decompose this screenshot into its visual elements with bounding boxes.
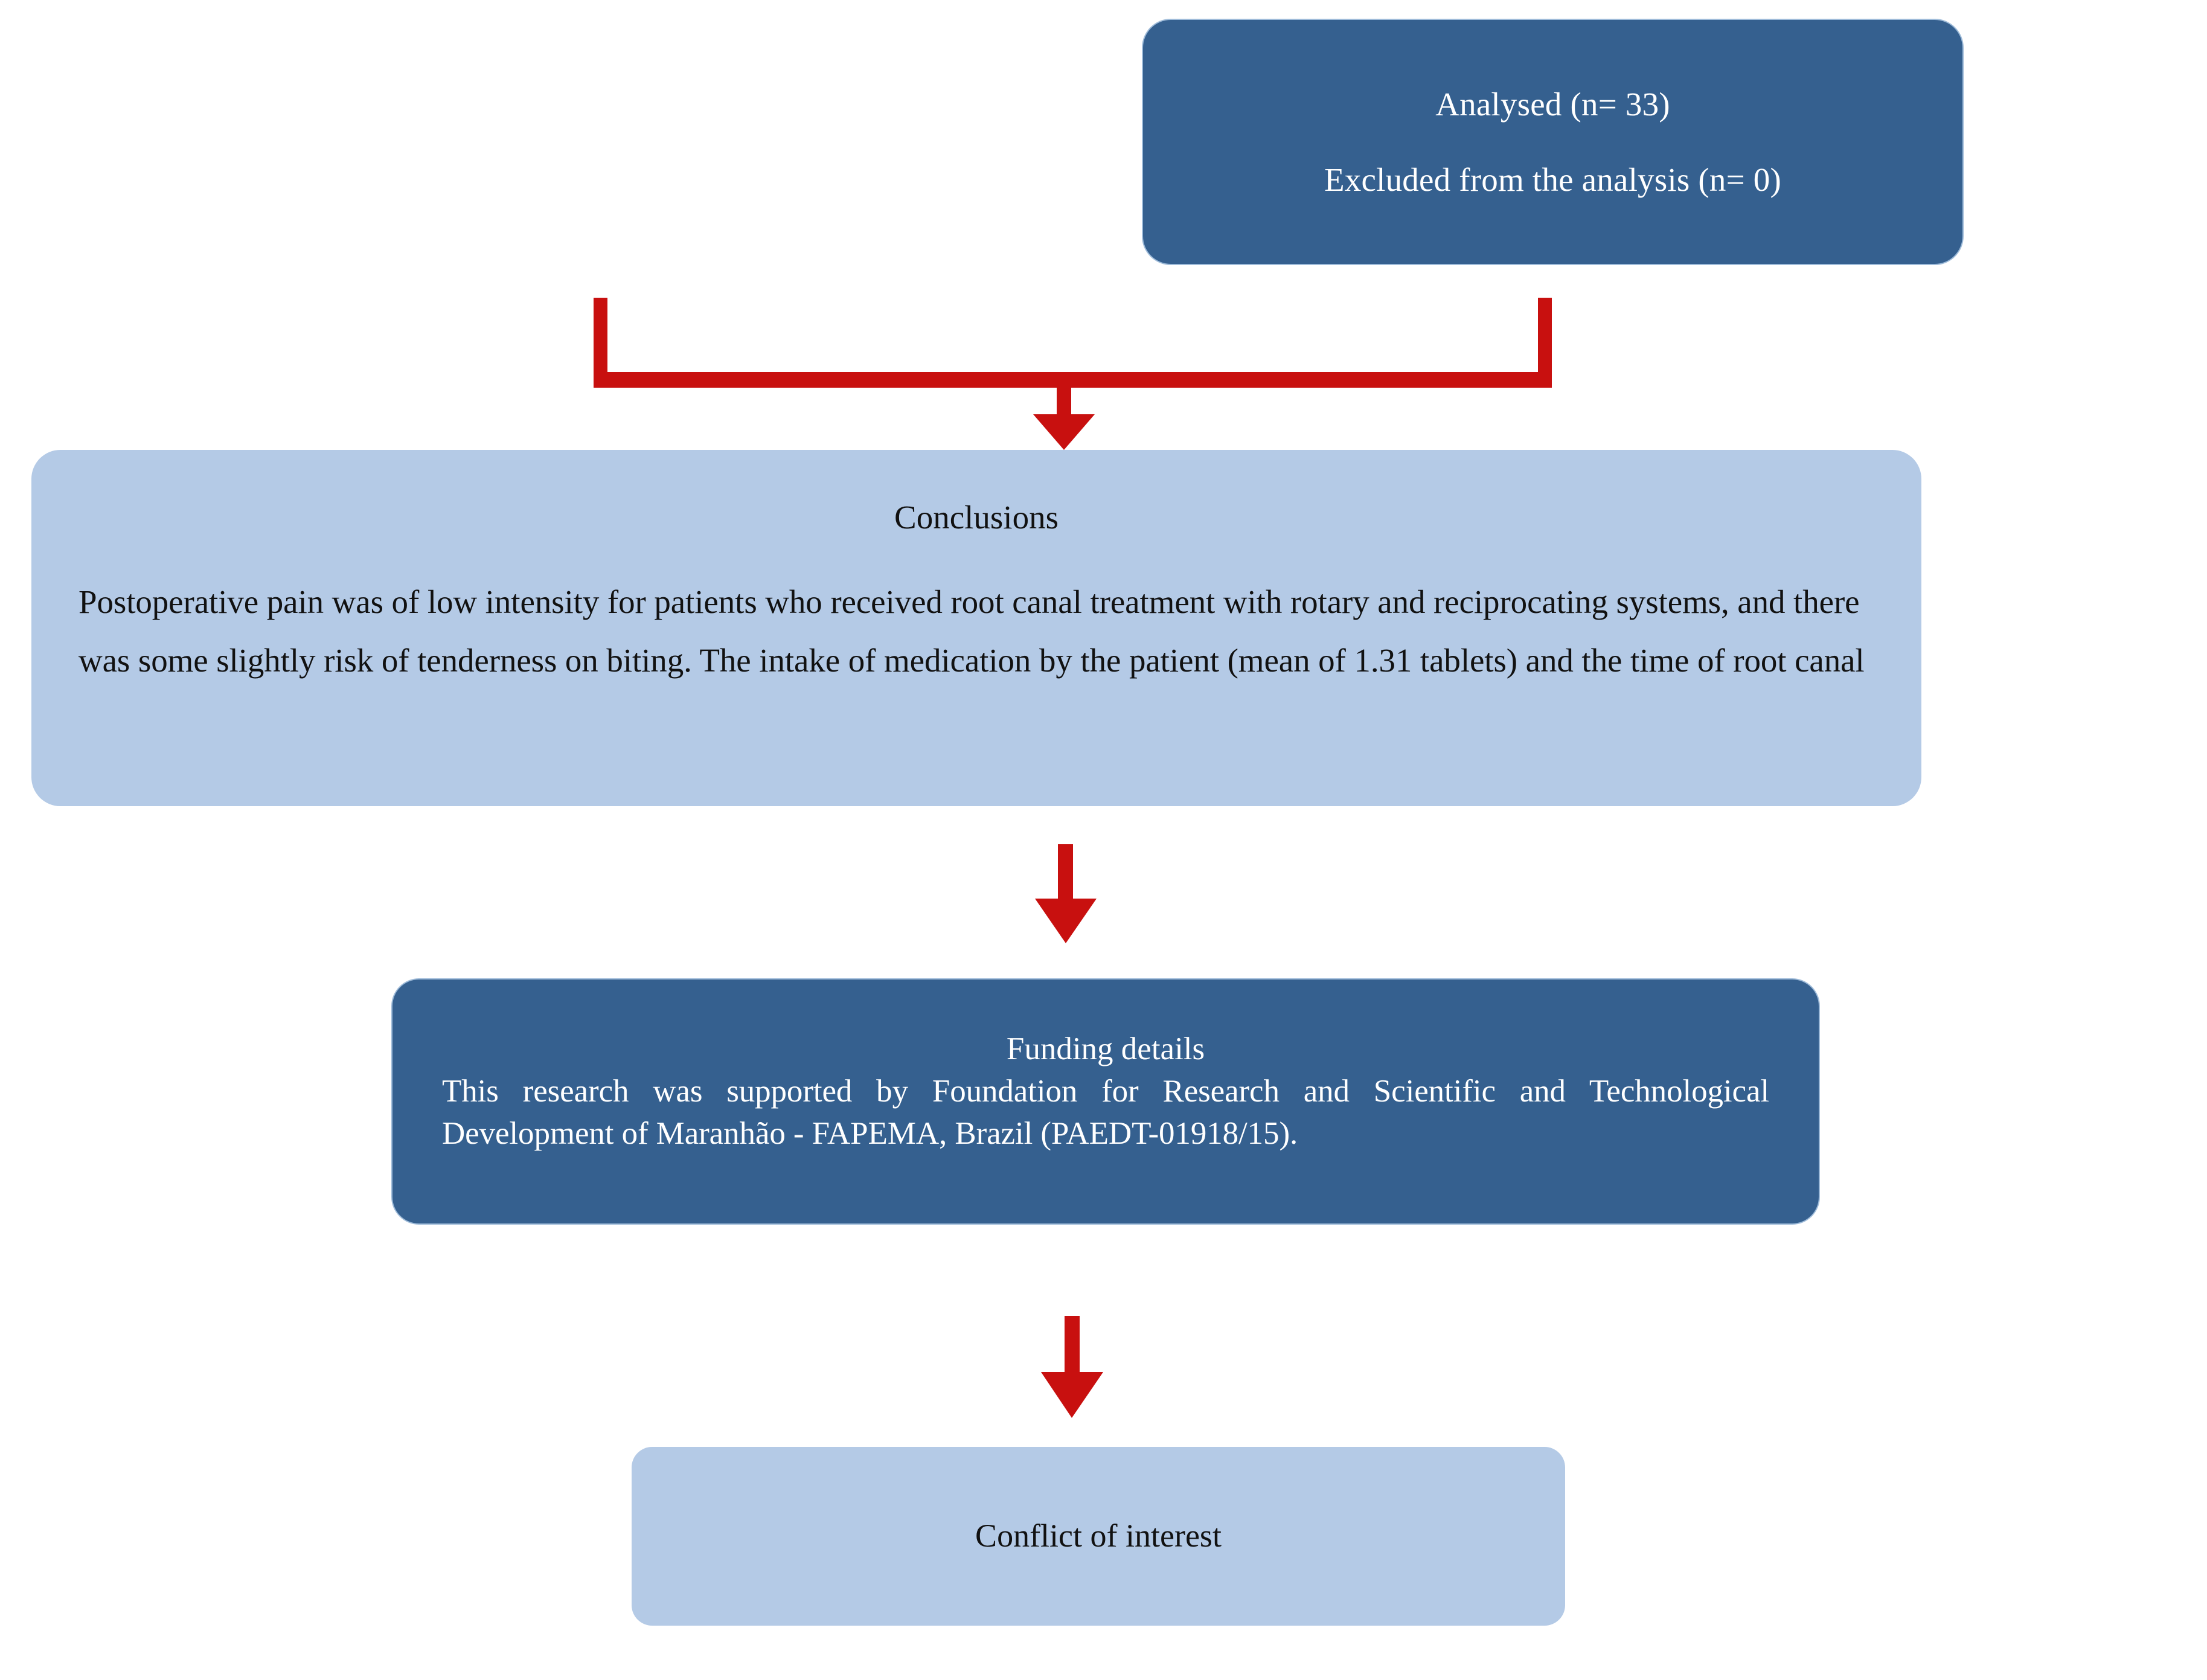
connector-funding-to-conflict <box>1041 1316 1103 1418</box>
conflict-title: Conflict of interest <box>975 1518 1222 1554</box>
node-funding-details: Funding details This research was suppor… <box>392 979 1819 1223</box>
funding-body: This research was supported by Foundatio… <box>442 1073 1769 1152</box>
connector-analysed-to-conclusions <box>594 298 1552 450</box>
analysed-excluded-text: Excluded from the analysis (n= 0) <box>1324 161 1781 198</box>
conclusions-title: Conclusions <box>894 499 1059 536</box>
analysed-count-text: Analysed (n= 33) <box>1435 85 1670 123</box>
node-conclusions: Conclusions Postoperative pain was of lo… <box>31 450 1921 806</box>
conclusions-body: Postoperative pain was of low intensity … <box>78 583 1865 679</box>
node-analysed: Analysed (n= 33) Excluded from the analy… <box>1143 20 1962 264</box>
connector-conclusions-to-funding <box>1035 844 1097 943</box>
funding-title: Funding details <box>1006 1031 1205 1066</box>
node-conflict-of-interest: Conflict of interest <box>632 1447 1565 1626</box>
